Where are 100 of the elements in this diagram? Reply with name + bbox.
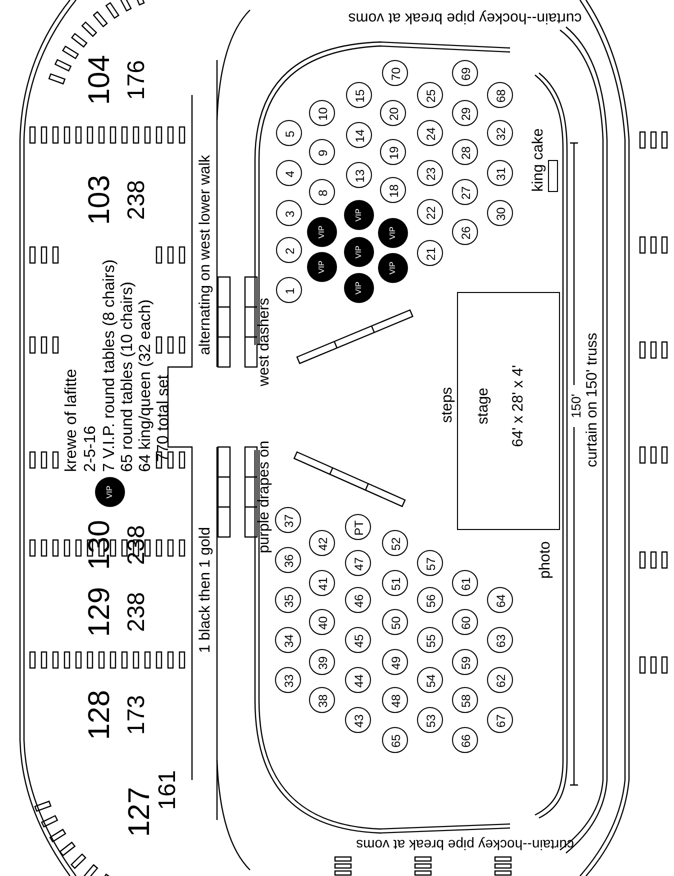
- round-table: [309, 139, 335, 165]
- round-table: [487, 160, 513, 186]
- table-number: 29: [460, 107, 472, 121]
- table-number: 57: [425, 557, 437, 571]
- vip-table: [344, 273, 374, 303]
- table-number: 61: [460, 577, 472, 591]
- table-number: 59: [460, 656, 472, 670]
- vip-label: VIP: [355, 208, 363, 222]
- table-number: 28: [460, 146, 472, 160]
- table-number: 3: [284, 210, 296, 218]
- vip-label: VIP: [389, 262, 397, 274]
- round-table: [345, 514, 371, 540]
- note-text: 65 round tables (10 chairs): [120, 282, 136, 472]
- round-table: [417, 199, 443, 225]
- area-label: alternating on west lower walk: [198, 154, 212, 356]
- round-table: [487, 707, 513, 733]
- vip-table: [307, 252, 337, 282]
- table-number: 27: [460, 186, 472, 200]
- vip-label: VIP: [318, 260, 326, 274]
- table-number: 41: [317, 577, 329, 591]
- table-number: 4: [284, 170, 296, 178]
- round-table: [346, 122, 372, 148]
- seat-count: 173: [125, 694, 149, 736]
- round-table: [382, 530, 408, 556]
- table-number: 44: [353, 674, 365, 688]
- table-number: 53: [425, 714, 437, 728]
- item-label: steps: [440, 387, 454, 423]
- table-number: 32: [495, 127, 507, 141]
- round-table: [382, 649, 408, 675]
- dimension-label: 150': [570, 394, 582, 418]
- round-table: [309, 609, 335, 635]
- round-table: [380, 100, 406, 126]
- round-table: [417, 707, 443, 733]
- table-number: 51: [390, 577, 402, 591]
- area-label: curtain on 150' truss: [584, 332, 600, 468]
- vip-table: [344, 237, 374, 267]
- round-table: [275, 547, 301, 573]
- seat-count: 238: [125, 592, 149, 632]
- vip-label: VIP: [318, 226, 326, 238]
- round-table: [346, 82, 372, 108]
- vip-table: [307, 217, 337, 247]
- table-number: 23: [425, 167, 437, 181]
- round-table: [345, 587, 371, 613]
- round-table: [452, 727, 478, 753]
- round-table: [487, 667, 513, 693]
- table-number: 55: [425, 634, 437, 648]
- round-table: [452, 687, 478, 713]
- round-table: [452, 649, 478, 675]
- table-number: 22: [425, 206, 437, 220]
- table-number: 42: [317, 537, 329, 551]
- table-number: 40: [317, 616, 329, 630]
- table-number: 8: [317, 190, 329, 196]
- round-table: [417, 667, 443, 693]
- table-number: 26: [460, 226, 472, 240]
- table-number: 54: [425, 674, 437, 688]
- item-label: king cake: [530, 128, 546, 192]
- table-number: 48: [390, 694, 402, 708]
- section-number: 127: [125, 786, 155, 838]
- round-table: [275, 507, 301, 533]
- round-table: [275, 587, 301, 613]
- round-table: [452, 570, 478, 596]
- round-table: [487, 120, 513, 146]
- table-number: 47: [353, 557, 365, 571]
- round-table: [417, 627, 443, 653]
- table-number: 52: [390, 537, 402, 551]
- table-number: 38: [317, 694, 329, 708]
- round-table: [345, 707, 371, 733]
- round-table: [309, 530, 335, 556]
- round-table: [417, 587, 443, 613]
- round-table: [452, 139, 478, 165]
- table-number: 50: [390, 616, 402, 630]
- round-table: [382, 727, 408, 753]
- round-table: [417, 240, 443, 266]
- table-number: 20: [388, 107, 400, 121]
- round-table: [382, 687, 408, 713]
- area-label: photo: [538, 541, 552, 579]
- table-number: 56: [425, 594, 437, 608]
- table-number: 25: [425, 89, 437, 103]
- round-table: [309, 687, 335, 713]
- table-number: 34: [283, 634, 295, 648]
- round-table: [345, 550, 371, 576]
- curtain-label: curtain--hockey pipe break at voms: [356, 838, 574, 852]
- table-number: 19: [388, 146, 400, 160]
- vip-table: [378, 218, 408, 248]
- round-table: [309, 179, 335, 205]
- round-table: [382, 609, 408, 635]
- round-table: [452, 219, 478, 245]
- section-number: 103: [85, 174, 115, 226]
- table-number: 60: [460, 616, 472, 630]
- seat-count: 238: [125, 180, 149, 220]
- round-table: [417, 82, 443, 108]
- curtain-label: curtain--hockey pipe break at voms: [348, 10, 582, 26]
- table-number: 1: [284, 288, 296, 294]
- round-table: [345, 627, 371, 653]
- round-table: [417, 120, 443, 146]
- round-table: [487, 82, 513, 108]
- table-number: 9: [317, 150, 329, 156]
- note-text: 7 V.I.P. round tables (8 chairs): [102, 259, 118, 472]
- seat-count: 238: [125, 524, 149, 566]
- table-number: 67: [495, 714, 507, 728]
